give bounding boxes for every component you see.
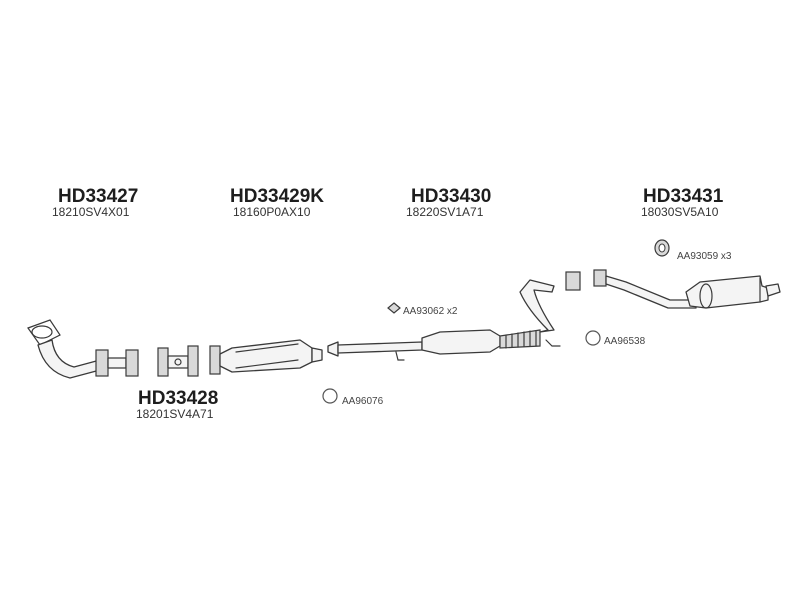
accessory-label-hanger-1: AA93062 x2 bbox=[403, 306, 458, 317]
flex-pipe-drawing bbox=[157, 345, 199, 377]
oem-number-front-pipe: 18210SV4X01 bbox=[52, 205, 130, 219]
rear-silencer-drawing bbox=[593, 269, 781, 309]
gasket-ring-icon bbox=[322, 388, 338, 404]
part-number-front-pipe: HD33427 bbox=[58, 186, 139, 207]
oem-number-flex-pipe: 18201SV4A71 bbox=[136, 407, 214, 421]
middle-pipe-drawing bbox=[327, 271, 581, 361]
rubber-hanger-icon bbox=[387, 302, 401, 314]
oem-number-middle-pipe: 18220SV1A71 bbox=[406, 205, 484, 219]
accessory-label-gasket-1: AA96538 bbox=[604, 336, 646, 347]
front-pipe-drawing bbox=[27, 319, 139, 379]
part-number-flex-pipe: HD33428 bbox=[138, 388, 219, 409]
part-number-middle-pipe: HD33430 bbox=[411, 186, 492, 207]
part-number-catalytic-converter: HD33429K bbox=[230, 186, 324, 207]
accessory-label-hanger-2: AA93059 x3 bbox=[677, 251, 732, 262]
oem-number-rear-silencer: 18030SV5A10 bbox=[641, 205, 719, 219]
part-number-rear-silencer: HD33431 bbox=[643, 186, 724, 207]
rubber-hanger-icon bbox=[654, 239, 670, 257]
oem-number-catalytic-converter: 18160P0AX10 bbox=[233, 205, 311, 219]
gasket-ring-icon bbox=[585, 330, 601, 346]
catalytic-converter-drawing bbox=[209, 339, 323, 375]
accessory-label-gasket-2: AA96076 bbox=[342, 396, 384, 407]
